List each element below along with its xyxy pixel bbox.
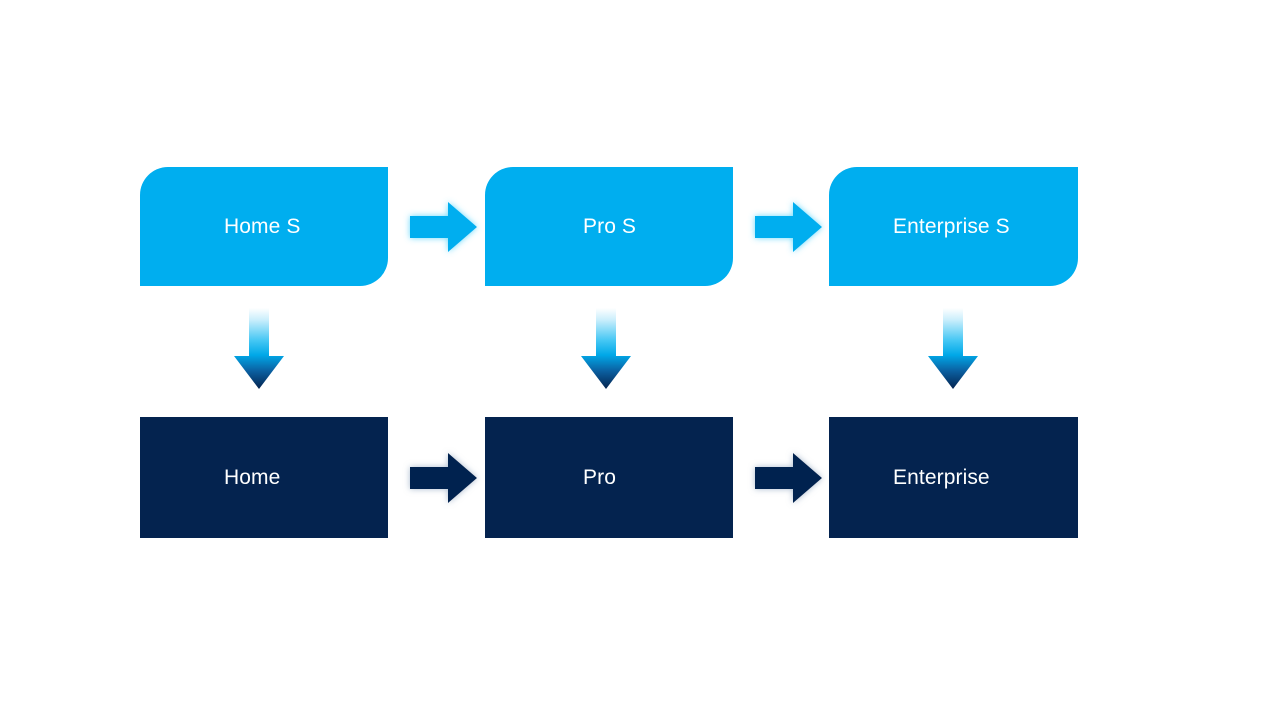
node-home-s[interactable]: Home S (140, 167, 388, 286)
node-label: Enterprise (893, 465, 990, 489)
arrow-right-icon (410, 453, 477, 503)
arrow-right-icon (755, 453, 822, 503)
node-label: Pro S (583, 214, 637, 238)
node-label: Home (224, 465, 281, 489)
node-label: Pro (583, 465, 616, 489)
arrow-down-icon (928, 308, 978, 389)
arrow-down-icon (581, 308, 631, 389)
node-label: Enterprise S (893, 214, 1010, 238)
connector-pro-to-enterprise (749, 447, 827, 509)
connector-enterprise-s-to-enterprise (925, 306, 981, 392)
arrow-down-icon (234, 308, 284, 389)
connector-home-s-to-pro-s (404, 196, 482, 258)
connector-home-to-pro (404, 447, 482, 509)
node-enterprise[interactable]: Enterprise (829, 417, 1078, 538)
node-label: Home S (224, 214, 301, 238)
node-home[interactable]: Home (140, 417, 388, 538)
connector-pro-s-to-pro (578, 306, 634, 392)
node-enterprise-s[interactable]: Enterprise S (829, 167, 1078, 286)
node-pro[interactable]: Pro (485, 417, 733, 538)
connector-home-s-to-home (231, 306, 287, 392)
connector-pro-s-to-enterprise-s (749, 196, 827, 258)
arrow-right-icon (755, 202, 822, 252)
arrow-right-icon (410, 202, 477, 252)
node-pro-s[interactable]: Pro S (485, 167, 733, 286)
